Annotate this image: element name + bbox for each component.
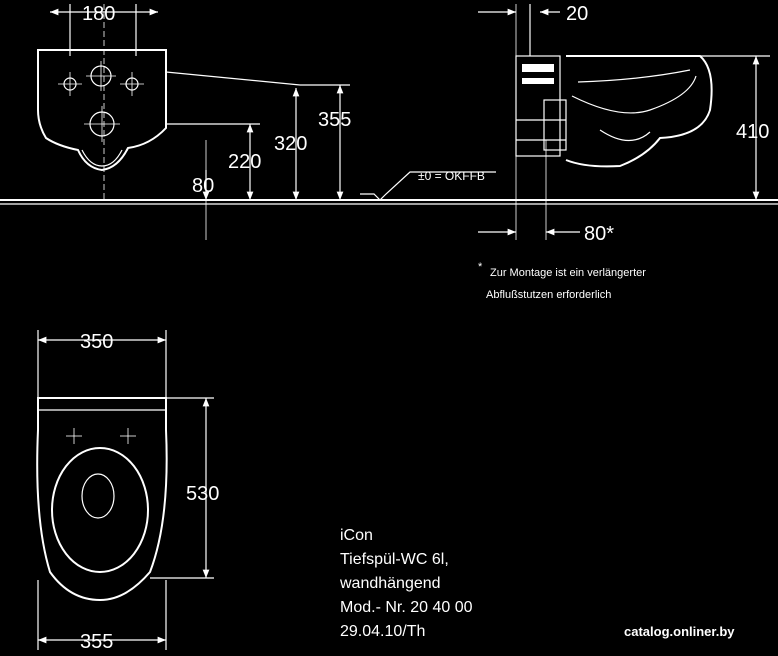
side-view: 20 410 80* * Zur Montage ist ein verläng…: [478, 3, 770, 301]
watermark: catalog.onliner.by: [624, 624, 735, 639]
front-view-220-label: 220: [228, 151, 261, 173]
product-type: Tiefspül-WC 6l,: [340, 551, 449, 568]
top-view-seat-inner: [81, 473, 115, 519]
side-view-note-line1: Zur Montage ist ein verlängerter: [490, 267, 646, 279]
top-view-fixing-marks: [66, 428, 136, 444]
product-model-number: Mod.- Nr. 20 40 00: [340, 599, 473, 616]
top-view-width-bottom-label: 355: [80, 631, 113, 653]
product-info: iCon Tiefspül-WC 6l, wandhängend Mod.- N…: [339, 527, 473, 640]
top-view: 350 530 355: [36, 330, 219, 653]
top-view-length-label: 530: [186, 483, 219, 505]
front-view-fixing-holes: [58, 61, 144, 142]
floor-level-label: ±0 = OKFFB: [418, 169, 485, 183]
side-view-bottom-label: 80*: [584, 223, 614, 245]
side-view-note-line2: Abflußstutzen erforderlich: [486, 289, 611, 301]
product-mounting: wandhängend: [339, 575, 441, 592]
front-view-320-label: 320: [274, 133, 307, 155]
side-view-top-label: 20: [566, 3, 588, 25]
side-view-height-label: 410: [736, 121, 769, 143]
floor-line: [0, 199, 778, 205]
front-view-80-label: 80: [192, 175, 214, 197]
side-view-bowl-outline: [565, 55, 713, 168]
top-view-bowl-outline: [36, 397, 168, 602]
front-view-bowl-outline: [37, 49, 167, 172]
front-view-355-label: 355: [318, 109, 351, 131]
product-name: iCon: [340, 527, 373, 544]
top-view-width-top-label: 350: [80, 331, 113, 353]
product-date: 29.04.10/Th: [340, 623, 425, 640]
top-view-seat-outer: [51, 447, 149, 573]
side-view-note-marker: *: [478, 261, 483, 273]
front-view-width-label: 180: [82, 3, 115, 25]
front-view: 180 355 320 220 80 ±0 = OKFFB: [37, 3, 496, 240]
